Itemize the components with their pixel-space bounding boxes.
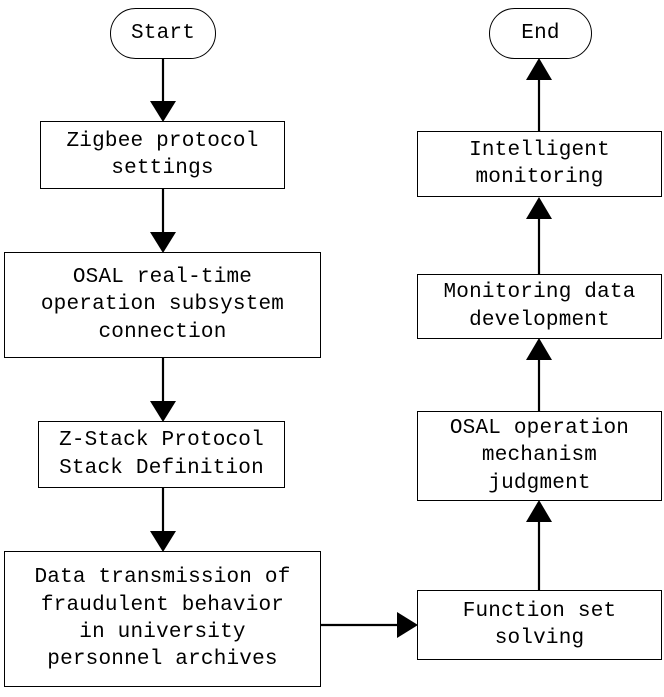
node-end[interactable]: End [489, 8, 592, 59]
node-monitoring-data-development-label: Monitoring data development [443, 281, 636, 332]
edge-osal-realtime-to-zstack [150, 358, 176, 422]
edge-monitoring-to-intelligent [526, 197, 552, 274]
node-function-set-solving[interactable]: Function set solving [417, 590, 662, 660]
edge-osal-operation-to-monitoring [526, 338, 552, 411]
node-start[interactable]: Start [110, 8, 216, 59]
node-zigbee-protocol-settings-label: Zigbee protocol settings [66, 129, 259, 180]
edge-start-to-zigbee [150, 59, 176, 122]
edge-data-transmission-to-function [321, 612, 418, 638]
node-intelligent-monitoring-label: Intelligent monitoring [469, 138, 610, 189]
node-data-transmission[interactable]: Data transmission of fraudulent behavior… [4, 551, 321, 687]
node-osal-realtime-connection-label: OSAL real-time operation subsystem conne… [40, 266, 285, 344]
node-monitoring-data-development[interactable]: Monitoring data development [417, 274, 662, 339]
node-zstack-protocol-stack[interactable]: Z-Stack Protocol Stack Definition [38, 421, 285, 488]
node-osal-operation-mechanism-label: OSAL operation mechanism judgment [449, 417, 630, 495]
node-start-label: Start [130, 21, 195, 45]
node-zigbee-protocol-settings[interactable]: Zigbee protocol settings [40, 121, 285, 189]
edge-function-to-osal-operation [526, 500, 552, 590]
edge-zigbee-to-osal-realtime [150, 189, 176, 253]
node-zstack-protocol-stack-label: Z-Stack Protocol Stack Definition [59, 429, 264, 480]
node-end-label: End [521, 21, 560, 45]
node-data-transmission-label: Data transmission of fraudulent behavior… [34, 566, 291, 672]
edge-zstack-to-data-transmission [150, 488, 176, 552]
node-osal-realtime-connection[interactable]: OSAL real-time operation subsystem conne… [4, 252, 321, 358]
node-osal-operation-mechanism[interactable]: OSAL operation mechanism judgment [417, 411, 662, 501]
node-intelligent-monitoring[interactable]: Intelligent monitoring [417, 131, 662, 197]
node-function-set-solving-label: Function set solving [462, 599, 617, 650]
edge-intelligent-to-end [526, 58, 552, 131]
